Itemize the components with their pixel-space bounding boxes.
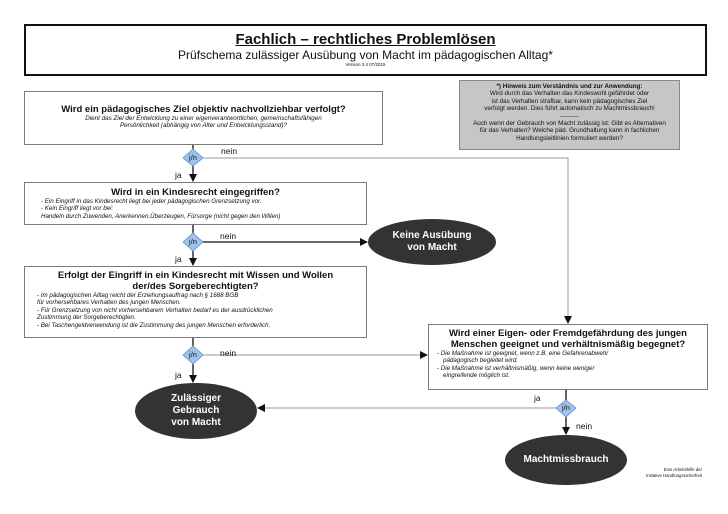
question-4-bullet: - Die Maßnahme ist verhältnismäßig, wenn… — [437, 364, 595, 372]
outcome-label: Gebrauch — [172, 405, 220, 416]
note-line: Wird durch das Verhalten das Kindeswohl … — [489, 90, 650, 98]
note-divider: --------- — [560, 112, 579, 120]
question-box-2: Wird in ein Kindesrecht eingegriffen? - … — [24, 182, 367, 225]
question-4-text: Wird einer Eigen- oder Fremdgefährdung d… — [449, 328, 687, 339]
no-label-4: nein — [576, 421, 593, 431]
page-title: Fachlich – rechtliches Problemlösen — [235, 31, 496, 48]
question-1-text: Wird ein pädagogisches Ziel objektiv nac… — [61, 104, 346, 115]
question-2-bullet: - Kein Eingriff liegt vor bei: — [41, 205, 114, 213]
outcome-zulaessiger-gebrauch: Zulässiger Gebrauch von Macht — [135, 383, 257, 439]
question-2-bullet: - Ein Eingriff in das Kindesrecht liegt … — [41, 198, 262, 205]
decision-diamond-4 — [555, 399, 577, 418]
no-label-2: nein — [220, 231, 237, 241]
question-3-bullet: Zustimmung der Sorgeberechtigten. — [37, 314, 136, 322]
outcome-label: von Macht — [407, 242, 457, 253]
question-4-bullet: pädagogisch begleitet wird. — [443, 357, 518, 365]
yes-label-2: ja — [175, 254, 182, 264]
decision-label-1: j/n — [189, 153, 197, 162]
question-1-hint: Persönlichkeit (abhängig von Alter und E… — [119, 122, 288, 130]
question-3-text: der/des Sorgeberechtigten? — [132, 281, 259, 292]
question-3-bullet: für vorhersehbares Verhalten des jungen … — [37, 299, 181, 307]
question-2-bullet: Handeln durch Zuwenden, Anerkennen,Überz… — [41, 212, 281, 220]
question-4-bullet: eingreifende möglich ist. — [443, 372, 510, 380]
outcome-keine-ausuebung: Keine Ausübung von Macht — [368, 219, 496, 265]
decision-diamond-1 — [182, 148, 204, 167]
footer-line: Eine Arbeitshilfe der — [663, 467, 702, 472]
footer-line: Initiative Handlungssicherheit — [646, 472, 702, 478]
note-line: Handlungsleitlinien formuliert werden? — [516, 134, 623, 142]
question-box-4: Wird einer Eigen- oder Fremdgefährdung d… — [428, 324, 708, 390]
outcome-label: von Macht — [171, 417, 221, 428]
yes-label-1: ja — [175, 170, 182, 180]
header-box: Fachlich – rechtliches Problemlösen Prüf… — [24, 24, 707, 76]
question-box-3: Erfolgt der Eingriff in ein Kindesrecht … — [24, 266, 367, 338]
note-line: Auch wenn der Gebrauch von Macht zulässi… — [473, 120, 666, 128]
yes-label-4: ja — [534, 393, 541, 403]
page-subtitle: Prüfschema zulässiger Ausübung von Macht… — [178, 48, 553, 62]
note-line: ist das Verhalten strafbar, kann kein pä… — [491, 97, 648, 105]
connector-d1-q4 — [203, 157, 572, 324]
outcome-machtmissbrauch: Machtmissbrauch — [505, 435, 627, 485]
note-line: für das Verhalten? Welche päd. Grundhalt… — [479, 127, 660, 135]
decision-label-3: j/n — [189, 350, 197, 359]
decision-label-2: j/n — [189, 237, 197, 246]
version-label: Version 3.4 07/2015 — [345, 62, 386, 67]
question-4-bullet: - Die Maßnahme ist geeignet, wenn z.B. e… — [437, 350, 609, 357]
no-label-3: nein — [220, 348, 237, 358]
question-3-bullet: - Für Grenzsetzung von nicht vorhersehba… — [37, 306, 273, 314]
question-box-1: Wird ein pädagogisches Ziel objektiv nac… — [24, 91, 383, 145]
no-label-1: nein — [221, 146, 238, 156]
decision-diamond-3 — [182, 345, 204, 365]
decision-diamond-2 — [182, 232, 204, 252]
outcome-label: Zulässiger — [170, 393, 222, 404]
question-1-hint: Dient das Ziel der Entwicklung zu einer … — [85, 115, 322, 122]
question-3-bullet: - Bei Taschengeldverwendung ist die Zust… — [37, 321, 271, 329]
decision-label-4: j/n — [562, 403, 570, 412]
footer-credit: Eine Arbeitshilfe der Initiative Handlun… — [630, 467, 702, 478]
question-3-text: Erfolgt der Eingriff in ein Kindesrecht … — [57, 270, 334, 281]
question-2-text: Wird in ein Kindesrecht eingegriffen? — [111, 187, 280, 198]
note-box: *) Hinweis zum Verständnis und zur Anwen… — [459, 80, 680, 150]
note-line: verfolgt werden. Dies führt automatisch … — [484, 105, 655, 113]
question-3-bullet: - Im pädagogischen Alltag reicht der Erz… — [37, 292, 239, 299]
yes-label-3: ja — [175, 370, 182, 380]
note-title: *) Hinweis zum Verständnis und zur Anwen… — [496, 83, 643, 90]
outcome-label: Keine Ausübung — [392, 230, 472, 241]
outcome-label: Machtmissbrauch — [523, 454, 609, 465]
question-4-text: Menschen geeignet und verhältnismäßig be… — [450, 339, 686, 350]
